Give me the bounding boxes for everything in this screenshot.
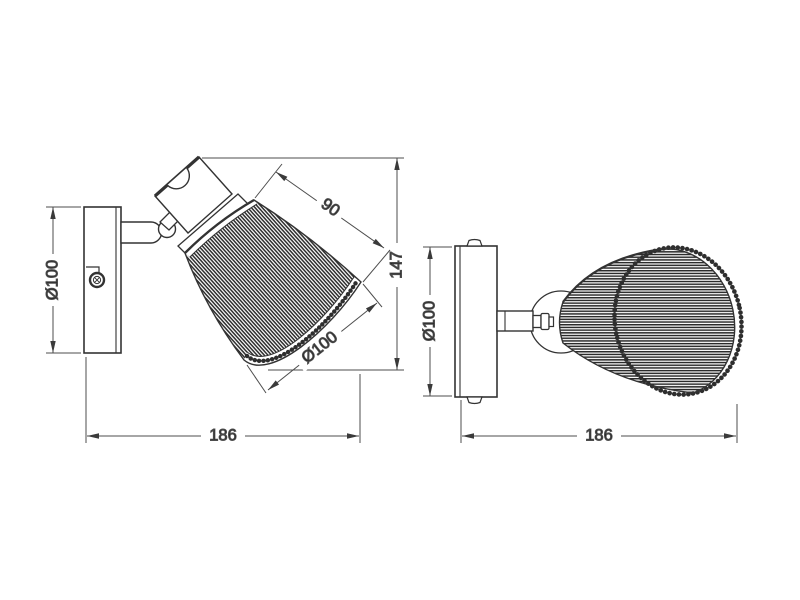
dim-side-depth: 186	[460, 400, 738, 445]
mounting-screw	[86, 266, 106, 289]
dimension-label-plate-diameter-side: Ø100	[420, 301, 438, 341]
side-dimensions: Ø100 186	[420, 246, 738, 445]
lamp-head	[153, 155, 233, 234]
screw-cap-bottom	[466, 396, 483, 405]
swivel-arm-side	[496, 310, 555, 332]
dim-shade-length: 90	[254, 163, 391, 283]
dimension-label-height: 147	[387, 251, 405, 279]
dimension-label-plate-diameter-front: Ø100	[43, 260, 61, 300]
dim-front-plate-diameter: Ø100	[43, 206, 81, 354]
head-dome	[166, 167, 191, 190]
dimension-label-depth-front: 186	[209, 426, 237, 444]
lamp-shade-side	[558, 245, 744, 397]
dimension-label-depth-side: 186	[585, 426, 613, 444]
shade-ribs-side	[559, 248, 735, 393]
front-dimensions: Ø100 147 90	[43, 157, 406, 445]
dim-side-plate-diameter: Ø100	[420, 246, 452, 397]
side-view	[454, 238, 744, 405]
dim-front-depth: 186	[85, 357, 361, 445]
screw-cap-top	[466, 238, 483, 247]
dim-front-height: 147	[202, 157, 406, 371]
wall-plate-side	[454, 238, 498, 405]
